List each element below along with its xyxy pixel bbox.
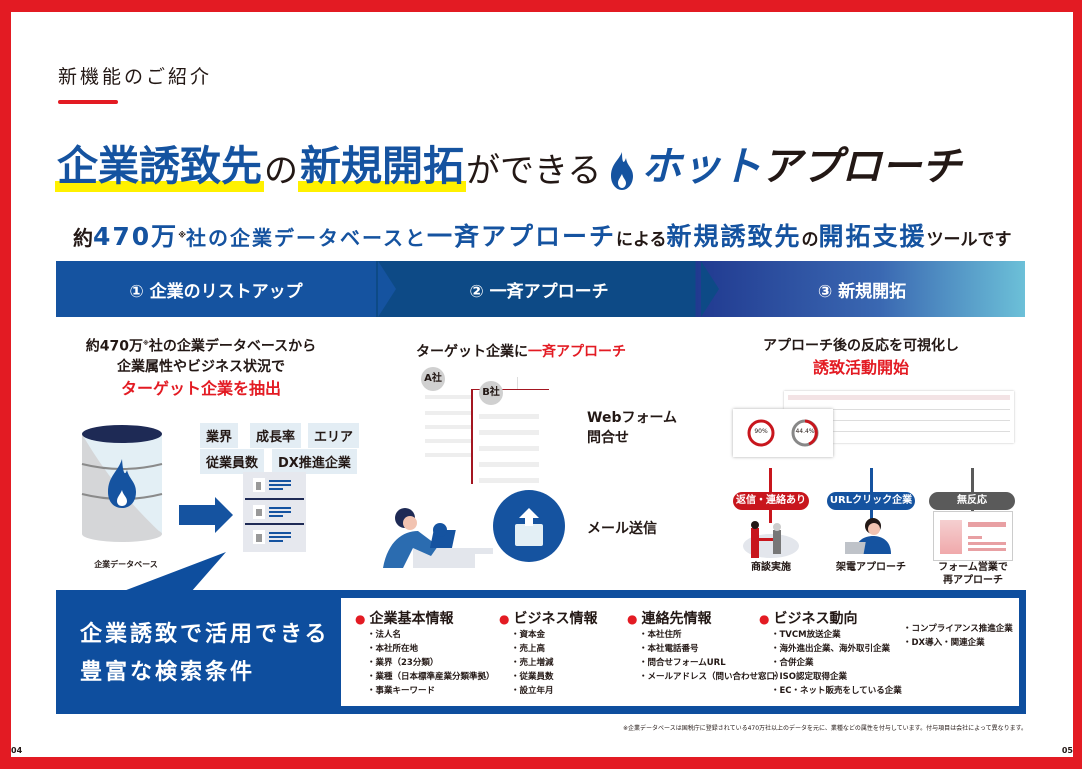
gauge-value-2: 44.4% — [795, 428, 815, 435]
mail-send-icon — [493, 490, 565, 562]
main-headline: 企業誘致先 の 新規開拓 ができる ホットアプローチ — [55, 132, 961, 192]
page-number-right: 05 — [1061, 746, 1073, 755]
filter-tag: エリア — [308, 423, 360, 448]
headline-part4: ができる — [466, 151, 602, 191]
brand-logo-text: ホットアプローチ — [641, 144, 962, 190]
chevron-divider — [701, 261, 719, 317]
step2-description: ターゲット企業に一斉アプローチ — [416, 344, 626, 360]
filter-tag: 従業員数 — [200, 449, 265, 474]
callout-pointer — [111, 552, 231, 596]
headline-part2: の — [264, 151, 298, 191]
caption-meeting: 商談実施 — [751, 562, 791, 573]
conditions-title: 企業誘致で活用できる 豊富な検索条件 — [80, 622, 330, 685]
caption-phone: 架電アプローチ — [836, 562, 906, 573]
handshake-illustration — [739, 520, 799, 562]
database-caption: 企業データベース — [94, 560, 158, 569]
form-b-card — [471, 389, 549, 484]
caption-form-sales: フォーム営業で 再アプローチ — [938, 562, 1008, 586]
arrow-right-icon — [179, 505, 215, 525]
chevron-divider — [378, 261, 396, 317]
person-laptop-illustration — [383, 496, 493, 572]
step1-description: 約470万※社の企業データベースから 企業属性やビジネス状況で ターゲット企業を… — [85, 338, 317, 398]
pill-url-click: URLクリック企業 — [827, 492, 915, 510]
condition-group: ●連絡先情報 ・本社住所 ・本社電話番号 ・問合せフォームURL ・メールアドレ… — [627, 611, 784, 682]
step-1-label: ① 企業のリストアップ — [129, 282, 303, 302]
database-cylinder-icon — [81, 424, 163, 548]
condition-group: ●企業基本情報 ・法人名 ・本社所在地 ・業界（23分類） ・業種（日本標準産業… — [355, 611, 495, 696]
conditions-list: ●企業基本情報 ・法人名 ・本社所在地 ・業界（23分類） ・業種（日本標準産業… — [341, 598, 1019, 706]
company-list-icon — [243, 472, 306, 552]
pill-replied: 返信・連絡あり — [733, 492, 809, 510]
pill-no-response: 無反応 — [929, 492, 1015, 510]
tagline: 約470万※社の企業データベースと一斉アプローチによる新規誘致先の開拓支援ツール… — [73, 222, 1012, 251]
filter-tag: 業界 — [200, 423, 239, 448]
mail-send-label: メール送信 — [587, 521, 657, 537]
web-form-label: Webフォーム 問合せ — [587, 410, 678, 446]
brochure-page: 新機能のご紹介 企業誘致先 の 新規開拓 ができる ホットアプローチ 約470万… — [11, 12, 1073, 757]
step-2-label: ② 一斉アプローチ — [469, 282, 609, 302]
steps-band: ① 企業のリストアップ ② 一斉アプローチ ③ 新規開拓 — [56, 261, 1025, 317]
gauge-value-1: 90% — [754, 428, 768, 435]
form-a-badge: A社 — [421, 367, 445, 391]
gauge-card: 90% 44.4% — [733, 409, 833, 457]
form-b-badge: B社 — [479, 381, 503, 405]
page-number-left: 04 — [11, 746, 23, 755]
footnote: ※企業データベースは国税庁に登録されている470万社以上のデータを元に、業種など… — [623, 725, 1027, 732]
filter-tag: DX推進企業 — [272, 449, 357, 474]
condition-group: ●ビジネス情報 ・資本金 ・売上高 ・売上増減 ・従業員数 ・設立年月 — [499, 611, 598, 696]
condition-group: ●ビジネス動向 ・TVCM放送企業 ・海外進出企業、海外取引企業 ・合併企業 ・… — [759, 611, 902, 696]
filter-tag: 成長率 — [250, 423, 302, 448]
web-form-illustration: A社 B社 — [421, 367, 549, 484]
flame-icon — [607, 150, 637, 192]
search-conditions-panel: 企業誘致で活用できる 豊富な検索条件 ●企業基本情報 ・法人名 ・本社所在地 ・… — [56, 590, 1026, 714]
kicker-underline — [58, 100, 118, 104]
form-sales-illustration — [933, 511, 1013, 561]
step3-description: アプローチ後の反応を可視化し 誘致活動開始 — [763, 338, 959, 377]
headline-part1: 企業誘致先 — [55, 132, 264, 192]
step-3-label: ③ 新規開拓 — [817, 282, 907, 302]
section-kicker: 新機能のご紹介 — [58, 66, 213, 88]
headline-part3: 新規開拓 — [298, 132, 466, 192]
call-center-illustration — [837, 512, 895, 558]
arrow-right-head — [215, 497, 233, 533]
condition-group: ・コンプライアンス推進企業 ・DX導入・関連企業 — [903, 624, 1013, 648]
